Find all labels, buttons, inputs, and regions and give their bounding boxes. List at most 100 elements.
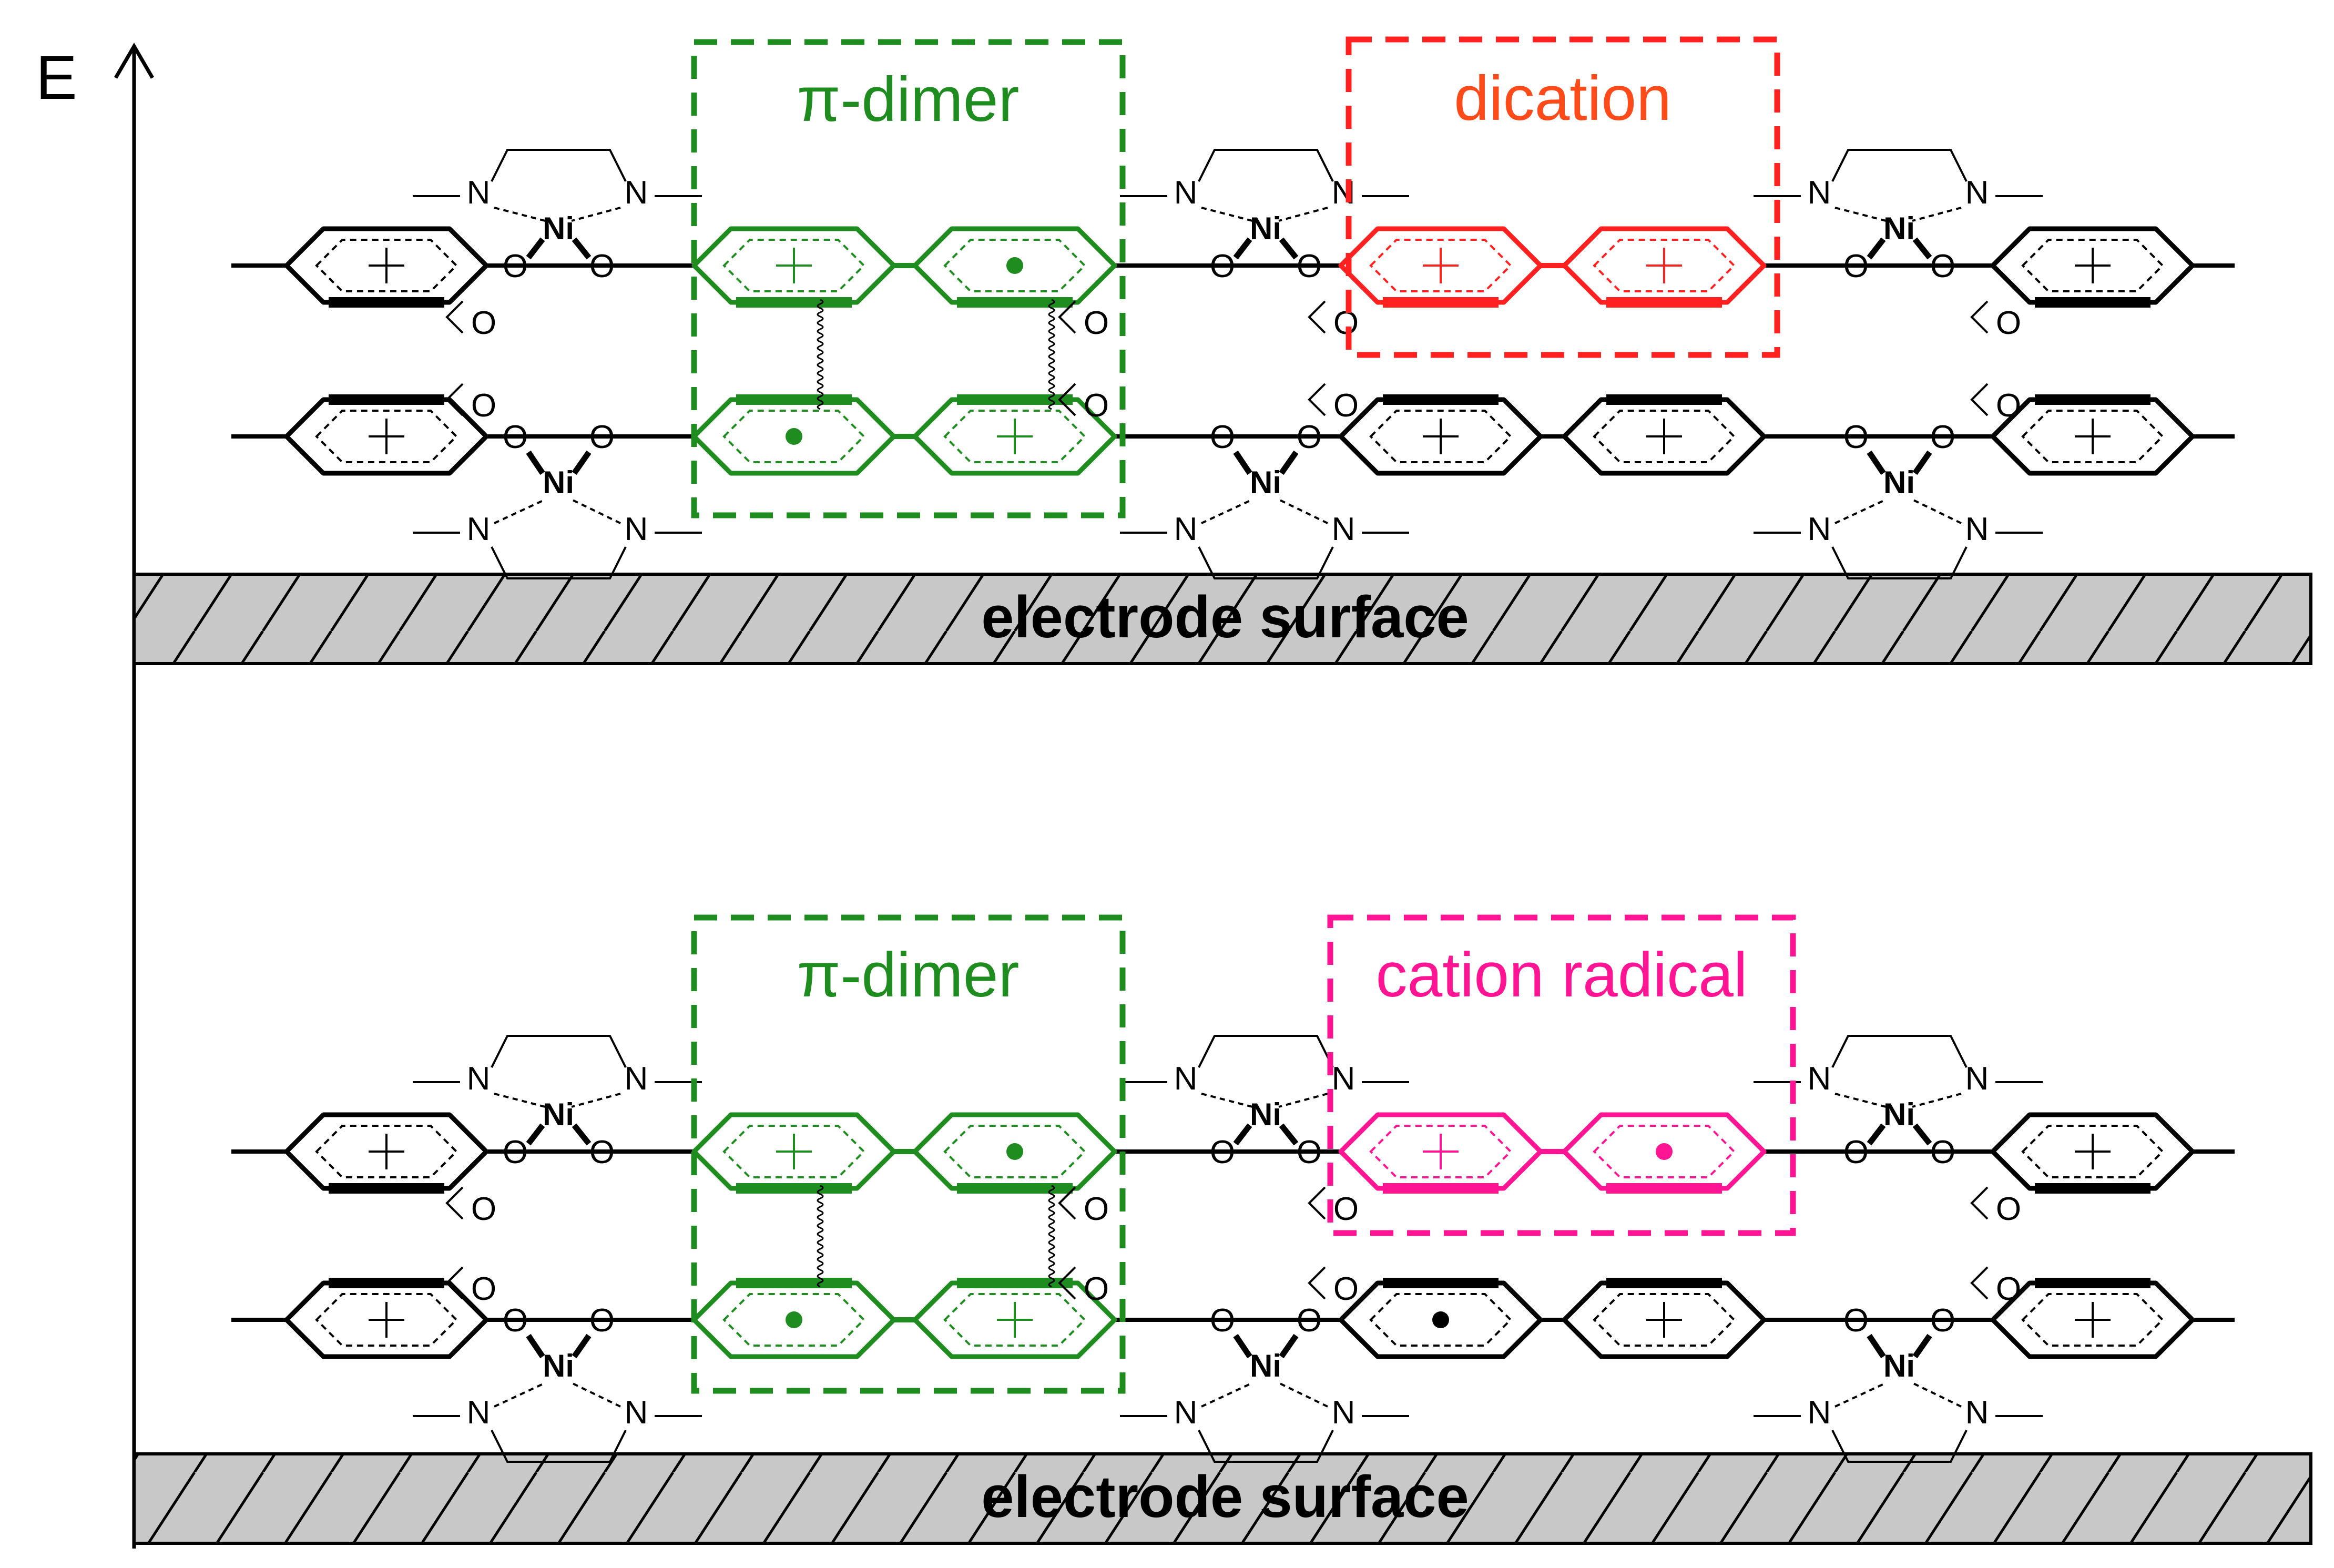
ethylene-bridge	[1198, 149, 1334, 182]
radical-dot	[786, 1311, 802, 1328]
coordination-bond	[571, 1093, 621, 1108]
coordination-bond	[1278, 498, 1328, 524]
oxygen-atom: O	[1843, 248, 1869, 284]
oxygen-atom: O	[1930, 1134, 1955, 1170]
nickel-atom: Ni	[1250, 1348, 1281, 1383]
coordination-bond	[494, 207, 546, 222]
nickel-atom: Ni	[1883, 211, 1915, 246]
methoxy-bond	[1058, 300, 1076, 334]
nitrogen-atom: N	[625, 175, 648, 211]
methoxy-bond	[1058, 1186, 1076, 1220]
ethylene-bridge	[1198, 1035, 1334, 1068]
oxygen-atom: O	[1333, 388, 1359, 424]
ni-o-bond	[572, 1333, 592, 1359]
electrode-surface-label: electrode surface	[981, 1464, 1469, 1530]
oxygen-atom: O	[1930, 248, 1955, 284]
methoxy-bond	[1970, 1266, 1989, 1300]
ring-aromatic	[315, 410, 458, 463]
coordination-bond	[1912, 1382, 1962, 1408]
methoxy-bond	[1308, 1266, 1326, 1300]
nitrogen-atom: N	[1174, 175, 1198, 211]
methoxy-bond	[445, 300, 464, 334]
state-box-label: dication	[1454, 63, 1671, 134]
coordination-bond	[494, 498, 546, 524]
nitrogen-atom: N	[1808, 175, 1831, 211]
oxygen-atom: O	[1297, 1302, 1322, 1339]
state-box-border	[1327, 914, 1796, 1236]
oxygen-atom: O	[589, 419, 615, 455]
nickel-atom: Ni	[543, 1348, 574, 1383]
state-box-pi-dimer: π-dimer	[691, 39, 1126, 518]
energy-axis-label: E	[36, 43, 77, 113]
coordination-bond	[571, 207, 621, 222]
nickel-atom: Ni	[543, 1097, 574, 1132]
oxygen-atom: O	[1084, 305, 1109, 341]
ring-aromatic	[2021, 1125, 2164, 1178]
radical-dot	[1006, 1143, 1023, 1160]
nickel-atom: Ni	[1883, 1348, 1915, 1383]
nitrogen-atom: N	[467, 511, 491, 547]
ring-aromatic	[1593, 410, 1736, 463]
ethylene-bridge	[1198, 1430, 1334, 1463]
ring-aromatic	[1593, 239, 1736, 292]
nitrogen-atom: N	[625, 1061, 648, 1097]
nitrogen-atom: N	[1174, 1394, 1198, 1431]
coordination-bond	[1201, 1093, 1253, 1108]
ni-o-bond	[1912, 237, 1932, 260]
ring-aromatic	[1369, 1293, 1512, 1347]
methoxy-bond	[445, 1186, 464, 1220]
ring-aromatic	[2021, 410, 2164, 463]
methoxy-bond	[1970, 1186, 1989, 1220]
nickel-atom: Ni	[543, 465, 574, 500]
coordination-bond	[1201, 1382, 1253, 1408]
ring-aromatic	[315, 239, 458, 292]
pi-interaction	[817, 1185, 824, 1288]
ring-aromatic	[943, 410, 1086, 463]
ring-aromatic	[943, 1125, 1086, 1178]
ethylene-bridge	[1831, 546, 1968, 579]
ni-o-bond	[572, 237, 592, 260]
oxygen-atom: O	[503, 1134, 528, 1170]
ni-o-bond	[1233, 1123, 1252, 1146]
oxygen-atom: O	[1843, 419, 1869, 455]
nitrogen-atom: N	[1965, 1394, 1989, 1431]
ring-aromatic	[315, 1125, 458, 1178]
coordination-bond	[1834, 1093, 1887, 1108]
oxygen-atom: O	[1297, 419, 1322, 455]
coordination-bond	[1834, 207, 1887, 222]
oxygen-atom: O	[1996, 1271, 2021, 1307]
ni-o-bond	[572, 1123, 592, 1146]
oxygen-atom: O	[1297, 248, 1322, 284]
coordination-bond	[571, 498, 621, 524]
ethylene-bridge	[1831, 1430, 1968, 1463]
nitrogen-atom: N	[1332, 1394, 1355, 1431]
pi-interaction	[1048, 299, 1055, 410]
ring-aromatic	[1369, 410, 1512, 463]
methoxy-bond	[1058, 383, 1076, 416]
ethylene-bridge	[491, 1035, 627, 1068]
oxygen-atom: O	[589, 1302, 615, 1339]
ni-o-bond	[1912, 450, 1932, 475]
ethylene-bridge	[1198, 546, 1334, 579]
state-box-dication: dication	[1346, 36, 1780, 358]
ni-o-bond	[1233, 450, 1252, 475]
oxygen-atom: O	[1930, 1302, 1955, 1339]
nitrogen-atom: N	[625, 1394, 648, 1431]
nickel-atom: Ni	[1250, 465, 1281, 500]
oxygen-atom: O	[503, 419, 528, 455]
ethylene-bridge	[491, 1430, 627, 1463]
methoxy-bond	[1970, 383, 1989, 416]
coordination-bond	[1912, 207, 1962, 222]
oxygen-atom: O	[471, 305, 496, 341]
ring-aromatic	[722, 1125, 865, 1178]
radical-dot	[1656, 1143, 1673, 1160]
state-box-border	[691, 914, 1126, 1394]
nitrogen-atom: N	[1332, 511, 1355, 547]
ni-o-bond	[1233, 1333, 1252, 1359]
oxygen-atom: O	[589, 1134, 615, 1170]
ring-aromatic	[2021, 239, 2164, 292]
oxygen-atom: O	[1210, 419, 1235, 455]
coordination-bond	[1278, 1093, 1328, 1108]
